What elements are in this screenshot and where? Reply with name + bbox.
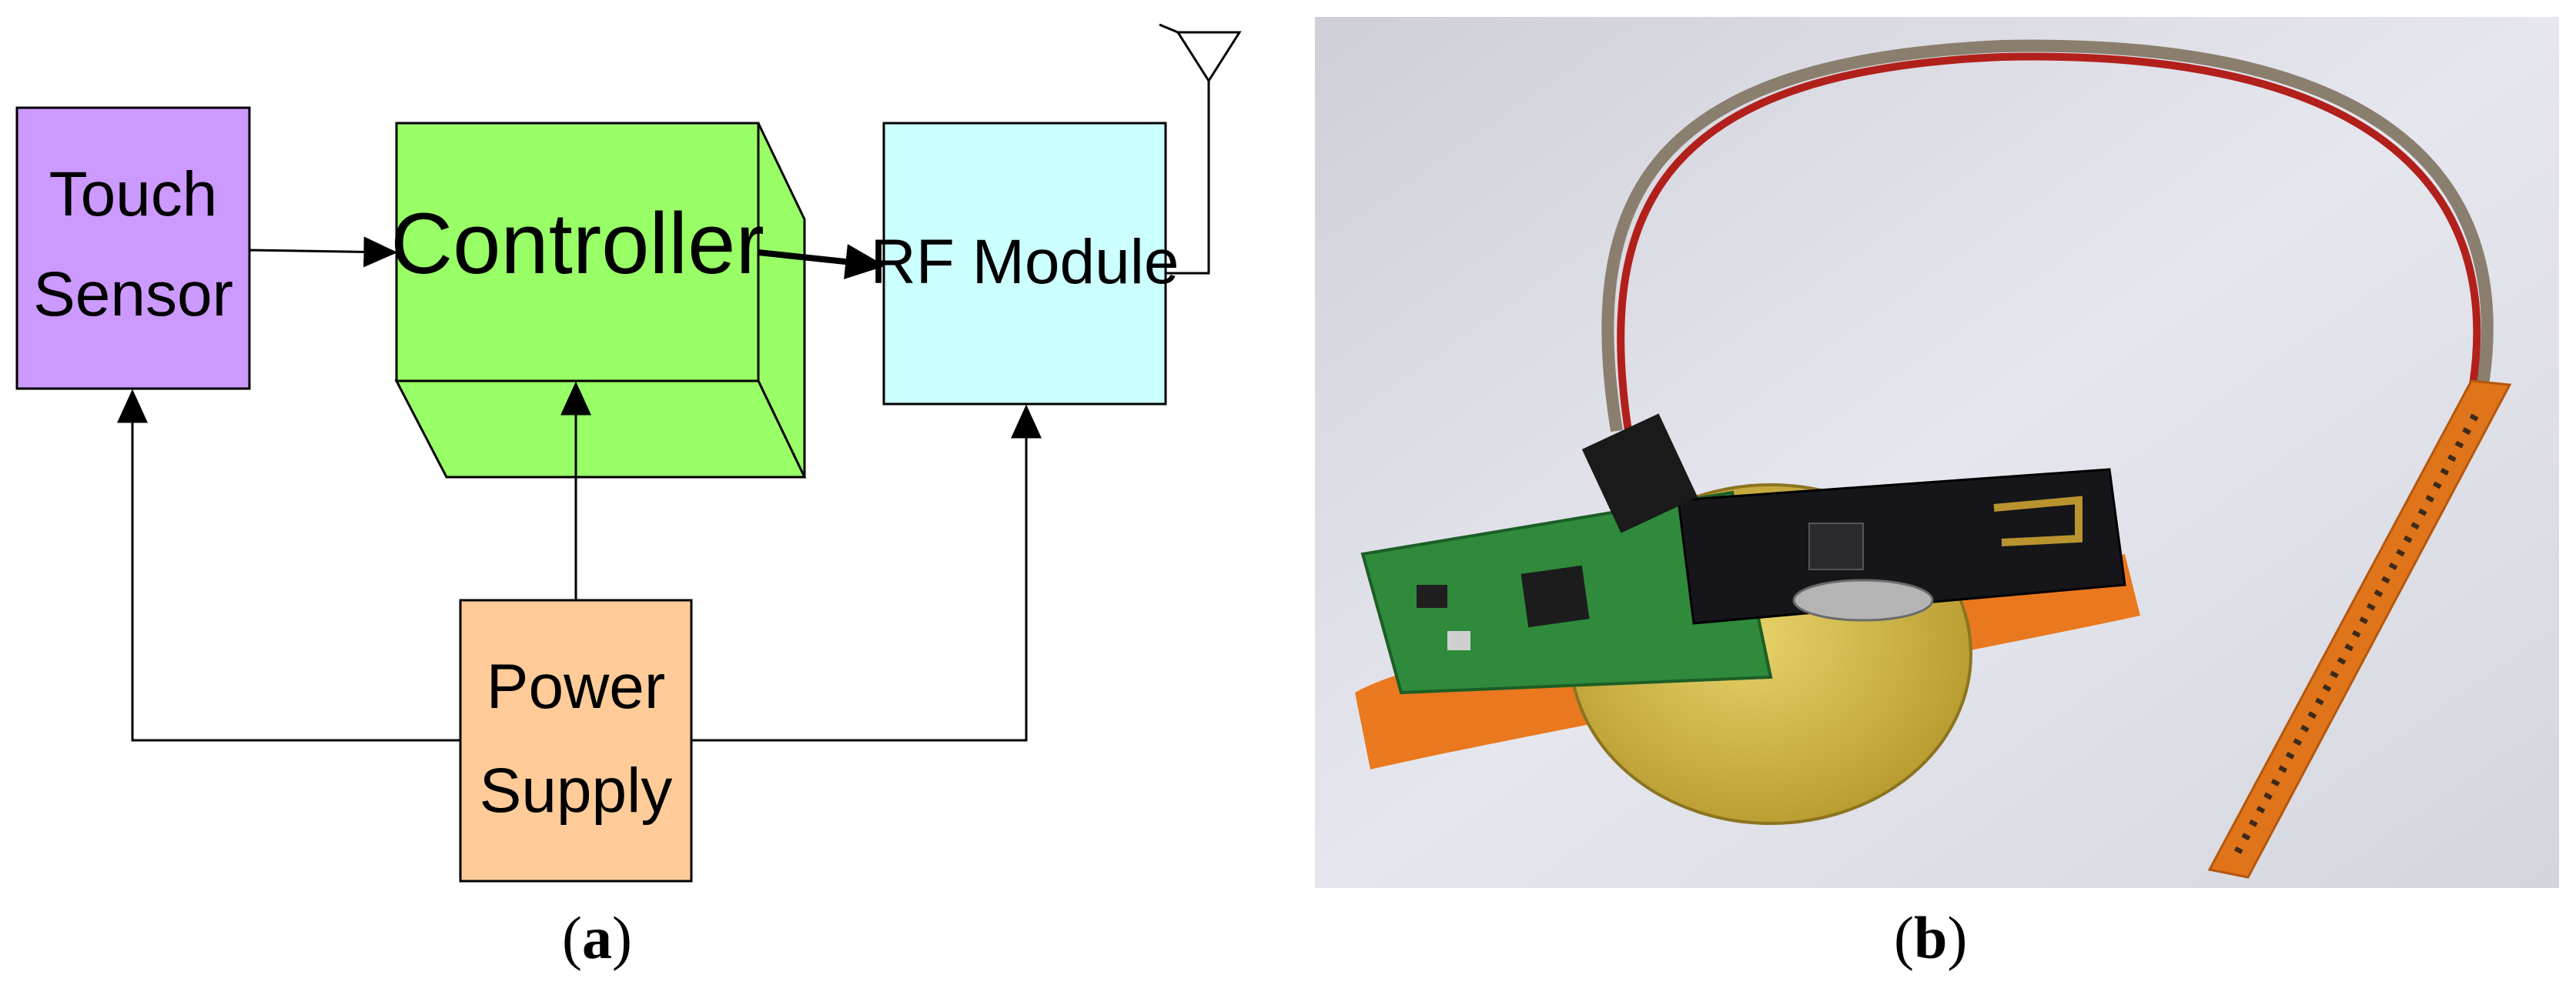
arrow-power-to-rf (691, 404, 1042, 742)
arrow-touch-to-controller (249, 236, 398, 268)
antenna-icon (1159, 23, 1242, 275)
power-supply-label-line2: Supply (480, 756, 673, 826)
device-photo (1315, 17, 2559, 888)
rf-module-label: RF Module (870, 227, 1179, 297)
power-supply-block: Power Supply (459, 599, 693, 883)
power-supply-box (459, 599, 693, 883)
touch-sensor-box (15, 106, 251, 390)
caption-b: (b) (1894, 904, 1968, 971)
controller-label: Controller (390, 195, 764, 292)
rf-module-block: RF Module (870, 122, 1179, 406)
controller-block: Controller (390, 122, 807, 479)
touch-sensor-label-line2: Sensor (33, 259, 233, 329)
controller-bottom-face (394, 379, 807, 479)
power-supply-label-line1: Power (487, 652, 665, 722)
arrow-controller-to-rf (758, 244, 886, 279)
arrow-power-to-touch (117, 389, 460, 742)
caption-a: (a) (562, 904, 632, 971)
touch-sensor-label-line1: Touch (49, 159, 218, 229)
touch-sensor-block: Touch Sensor (15, 106, 251, 390)
rf-module-box (882, 122, 1167, 406)
